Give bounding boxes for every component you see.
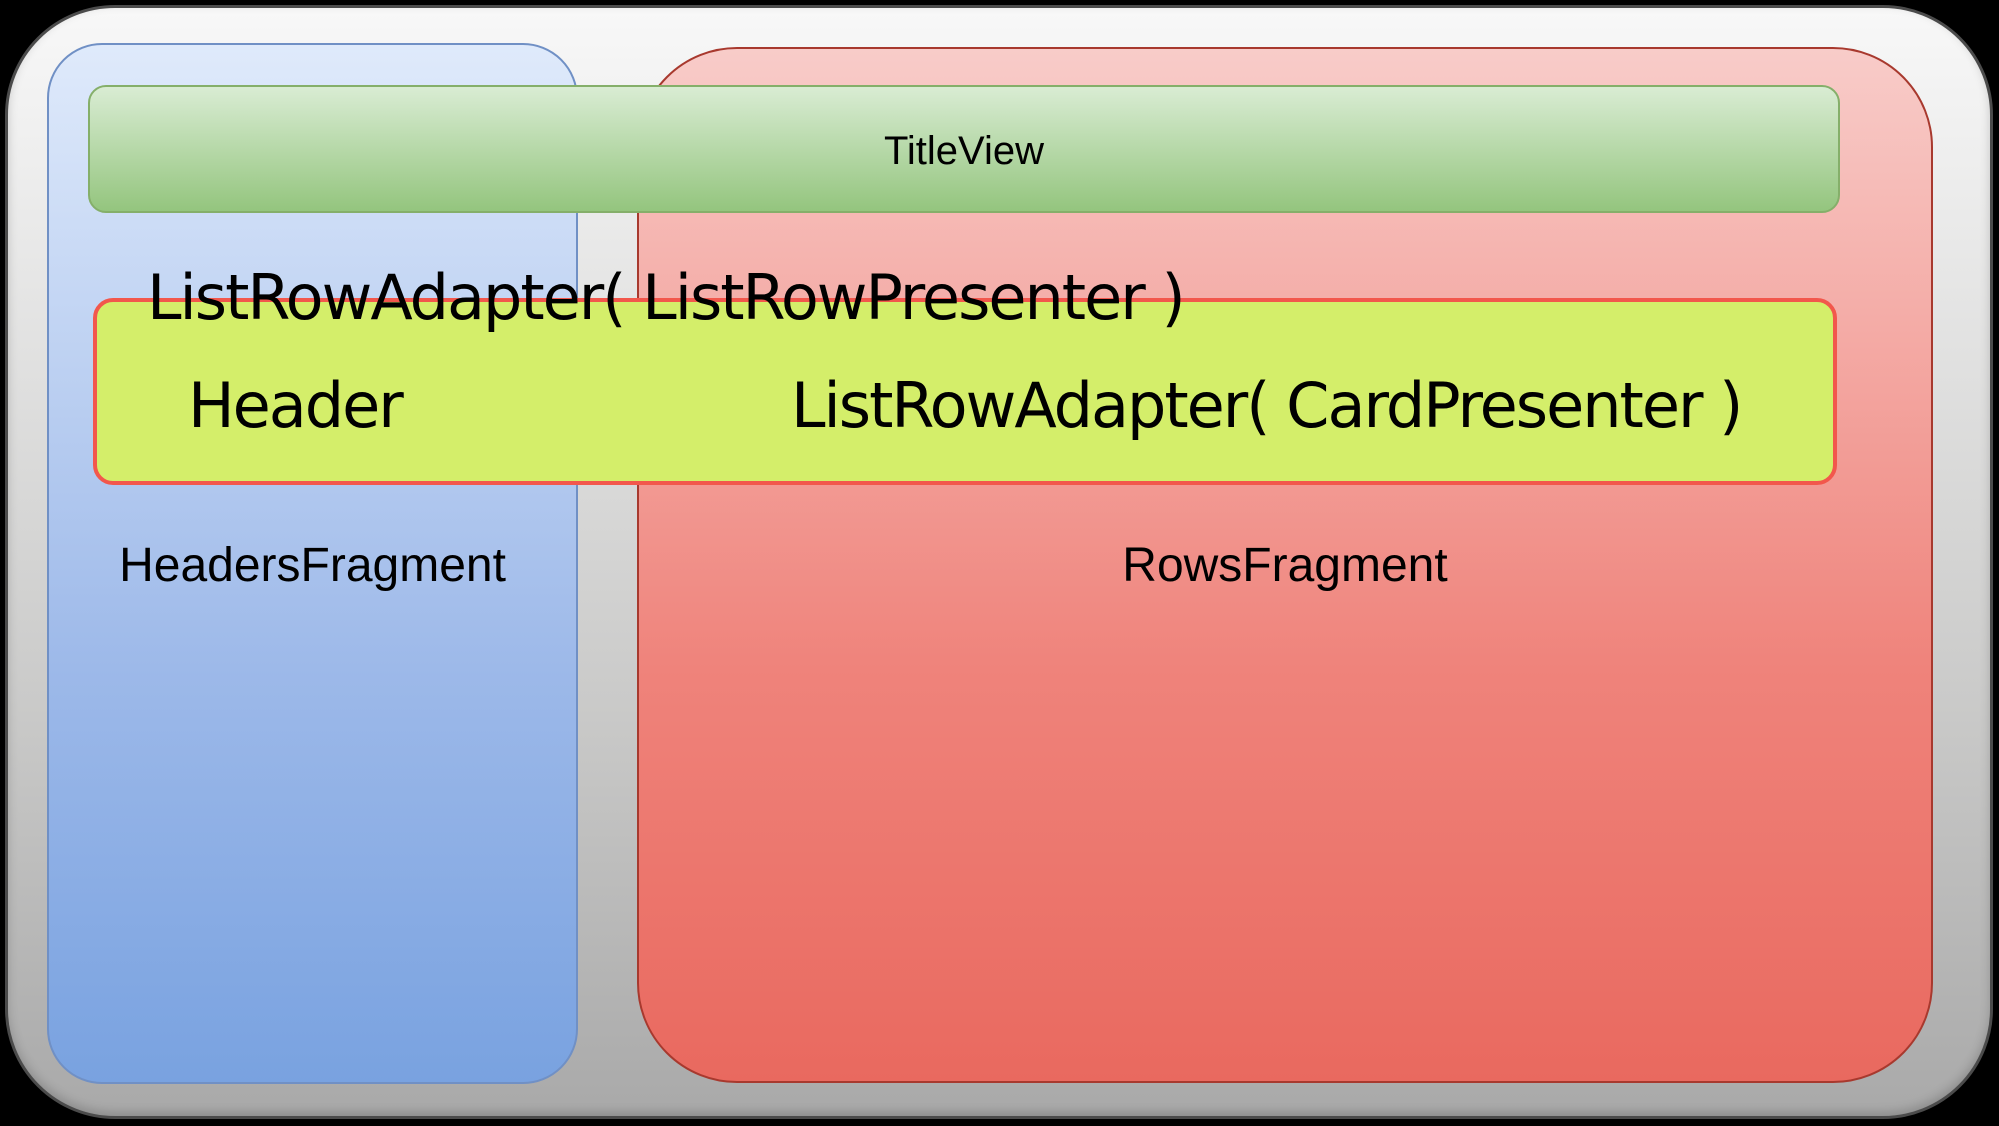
title-view-bar: [88, 85, 1840, 213]
rows-fragment-box: [637, 47, 1933, 1083]
list-row-adapter-card-presenter-label: ListRowAdapter( CardPresenter ): [791, 369, 1743, 442]
list-row-adapter-list-row-presenter-label: ListRowAdapter( ListRowPresenter ): [147, 261, 1186, 334]
rows-fragment-label: RowsFragment: [1122, 539, 1448, 592]
headers-fragment-box: [47, 43, 578, 1084]
header-cell-label: Header: [188, 369, 404, 442]
headers-fragment-label: HeadersFragment: [119, 539, 506, 592]
header-row-bar: [93, 298, 1837, 485]
title-view-label: TitleView: [883, 129, 1045, 173]
